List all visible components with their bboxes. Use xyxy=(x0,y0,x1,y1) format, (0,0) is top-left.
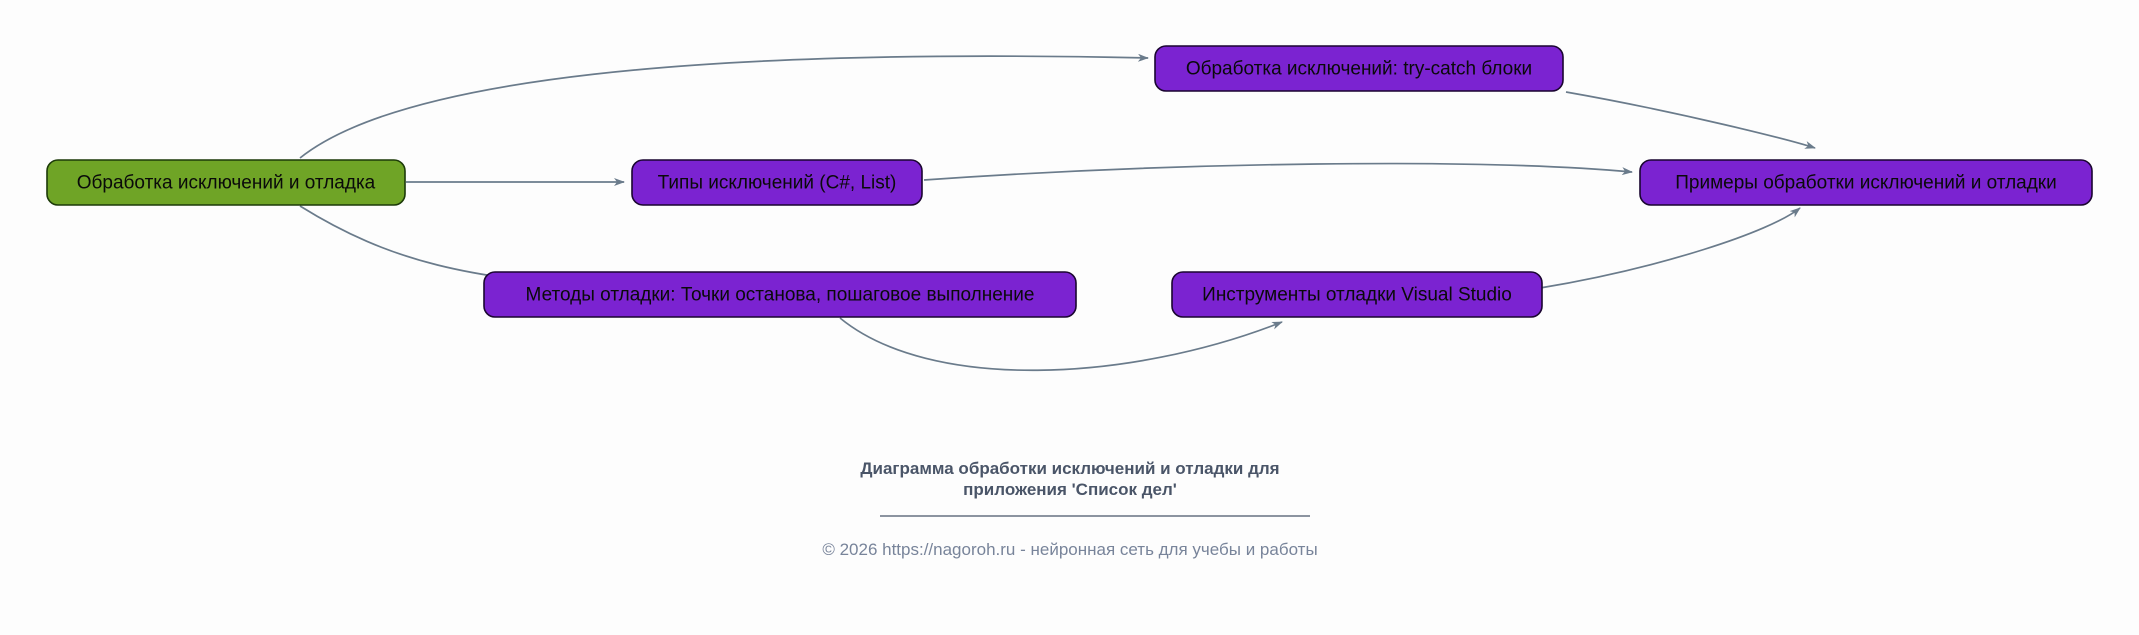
node-types-label: Типы исключений (C#, List) xyxy=(658,173,897,194)
node-examples-shape[interactable] xyxy=(1639,159,2093,206)
edges-layer xyxy=(299,53,1816,372)
node-methods-label: Методы отладки: Точки останова, пошагово… xyxy=(526,285,1035,306)
nodes-layer: Обработка исключений и отладка Обработка … xyxy=(46,45,2093,318)
node-vstools-label: Инструменты отладки Visual Studio xyxy=(1202,285,1512,306)
node-methods-shape[interactable] xyxy=(483,271,1077,318)
edge-root-to-trycatch xyxy=(299,53,1149,159)
node-trycatch-label: Обработка исключений: try-catch блоки xyxy=(1186,59,1532,80)
caption-title-line-1: Диаграмма обработки исключений и отладки… xyxy=(860,459,1279,478)
node-methods[interactable]: Методы отладки: Точки останова, пошагово… xyxy=(483,271,1077,318)
node-root-shape[interactable] xyxy=(46,159,406,206)
node-examples-label: Примеры обработки исключений и отладки xyxy=(1675,173,2057,194)
node-trycatch[interactable]: Обработка исключений: try-catch блоки xyxy=(1154,45,1564,92)
caption-block: Диаграмма обработки исключений и отладки… xyxy=(822,459,1317,559)
node-vstools[interactable]: Инструменты отладки Visual Studio xyxy=(1171,271,1543,318)
node-trycatch-shape[interactable] xyxy=(1154,45,1564,92)
caption-footer: © 2026 https://nagoroh.ru - нейронная се… xyxy=(822,540,1317,559)
node-examples[interactable]: Примеры обработки исключений и отладки xyxy=(1639,159,2093,206)
caption-title-line-2: приложения 'Список дел' xyxy=(963,480,1177,499)
edge-trycatch-to-examples xyxy=(1565,91,1816,149)
edge-types-to-examples xyxy=(923,162,1633,181)
node-types[interactable]: Типы исключений (C#, List) xyxy=(631,159,923,206)
node-root-label: Обработка исключений и отладка xyxy=(77,173,376,194)
edge-methods-to-vstools xyxy=(839,317,1283,372)
node-types-shape[interactable] xyxy=(631,159,923,206)
edge-vstools-to-examples xyxy=(1539,207,1801,289)
node-root[interactable]: Обработка исключений и отладка xyxy=(46,159,406,206)
node-vstools-shape[interactable] xyxy=(1171,271,1543,318)
